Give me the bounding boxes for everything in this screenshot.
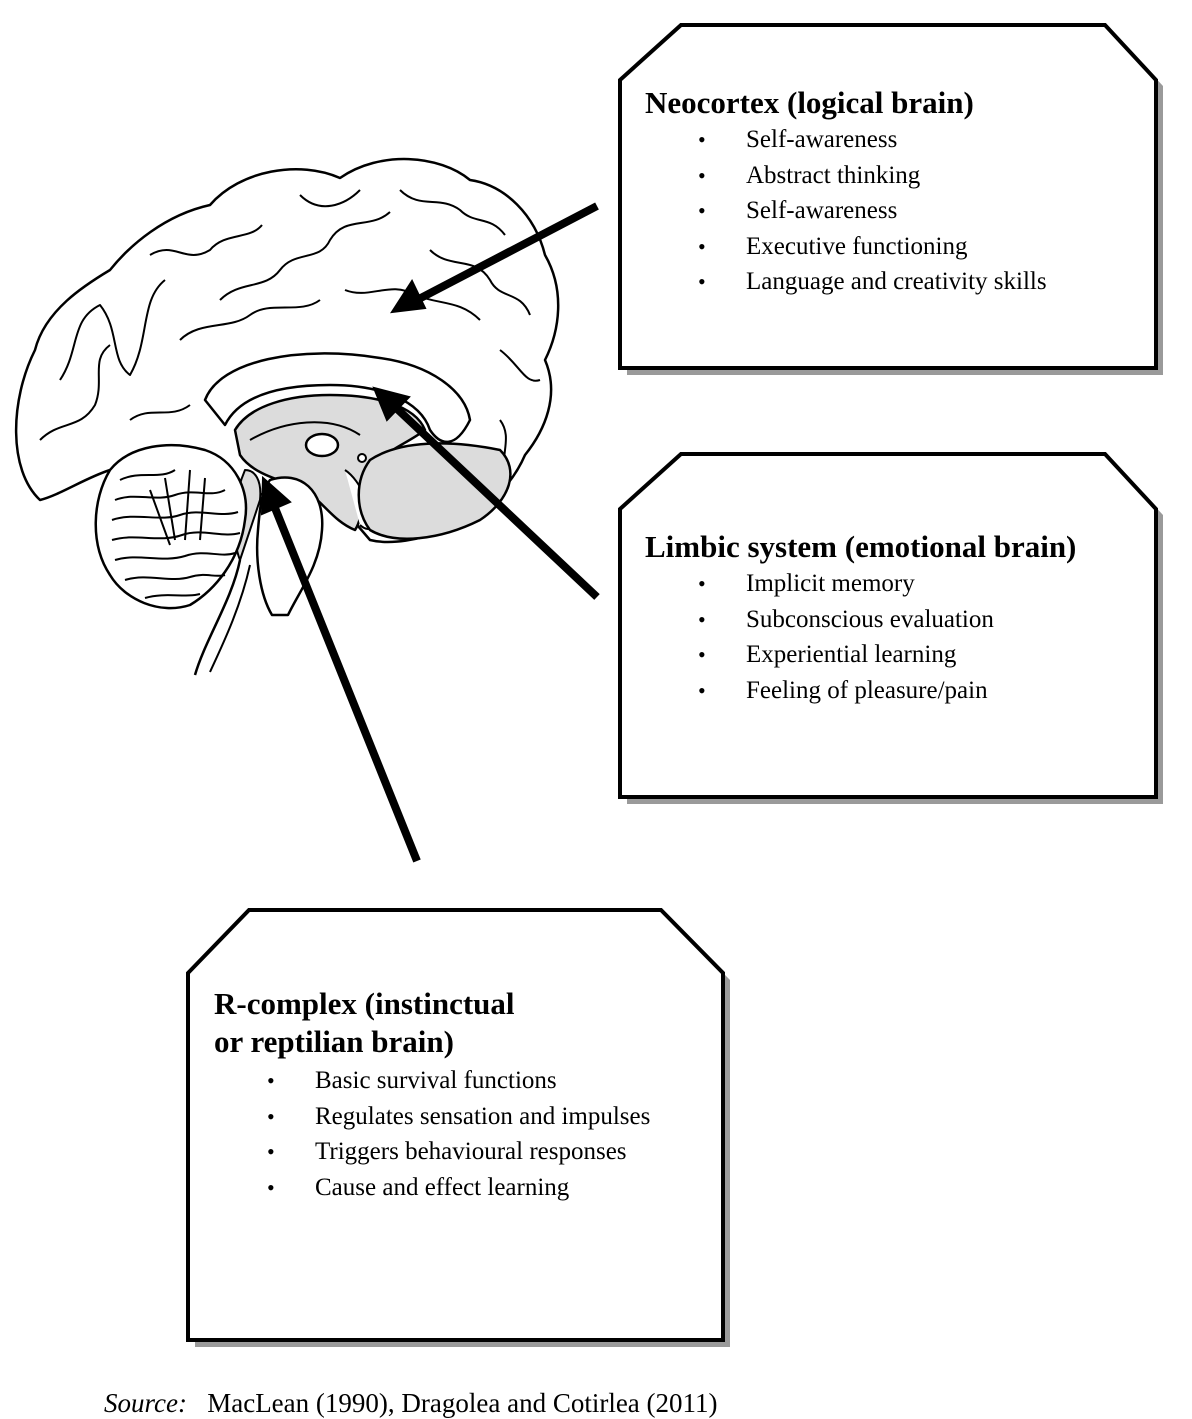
bullet-icon: • (698, 677, 706, 703)
source-citation: Source: MacLean (1990), Dragolea and Cot… (104, 1388, 718, 1419)
arrows (260, 202, 600, 863)
list-item: •Executive functioning (698, 229, 1047, 265)
rcomplex-list: •Basic survival functions •Regulates sen… (267, 1063, 650, 1206)
spinal-cord-inner (209, 564, 251, 673)
neocortex-panel: Neocortex (logical brain) •Self-awarenes… (645, 84, 1047, 300)
arrow-limbic-head (372, 386, 411, 422)
limbic-panel: Limbic system (emotional brain) •Implici… (645, 528, 1076, 708)
bullet-icon: • (267, 1103, 275, 1129)
brain-illustration (14, 157, 560, 676)
bullet-icon: • (698, 606, 706, 632)
neocortex-box (618, 23, 1158, 370)
arrow-neocortex-shaft (413, 202, 599, 305)
bullet-icon: • (698, 571, 706, 596)
arrow-limbic-shaft (390, 402, 600, 600)
list-item: •Self-awareness (698, 193, 1047, 229)
pineal-dot (357, 453, 367, 463)
neocortex-list: •Self-awareness •Abstract thinking •Self… (698, 122, 1047, 300)
bullet-icon: • (267, 1139, 275, 1164)
bullet-icon: • (698, 162, 706, 188)
cerebellum-folia (111, 469, 241, 599)
list-item: •Language and creativity skills (698, 264, 1047, 300)
bullet-icon: • (698, 269, 706, 294)
arrow-rcomplex-shaft (269, 501, 421, 863)
limbic-title: Limbic system (emotional brain) (645, 529, 1077, 564)
list-item: •Self-awareness (698, 122, 1047, 158)
bullet-icon: • (267, 1174, 275, 1200)
rcomplex-title-line2: or reptilian brain) (214, 1024, 454, 1059)
list-item: •Experiential learning (698, 637, 1076, 673)
list-item: •Abstract thinking (698, 158, 1047, 194)
spinal-cord (193, 559, 242, 676)
bullet-icon: • (698, 127, 706, 152)
arrow-neocortex-head (390, 278, 427, 314)
cerebellum (94, 444, 248, 610)
bullet-icon: • (267, 1068, 275, 1093)
temporal-lobe (357, 442, 512, 540)
list-item: •Triggers behavioural responses (267, 1134, 650, 1170)
arrow-rcomplex-head (260, 475, 292, 516)
list-item: •Feeling of pleasure/pain (698, 673, 1076, 709)
source-text: MacLean (1990), Dragolea and Cotirlea (2… (207, 1388, 718, 1418)
boxes (186, 23, 1158, 1342)
rcomplex-box (186, 908, 725, 1342)
rcomplex-title-line1: R-complex (instinctual (214, 986, 515, 1021)
limbic-box (618, 452, 1158, 799)
bullet-icon: • (698, 642, 706, 667)
bullet-icon: • (698, 233, 706, 259)
list-item: •Basic survival functions (267, 1063, 650, 1099)
limbic-list: •Implicit memory •Subconscious evaluatio… (698, 566, 1076, 709)
thalamus-shape (304, 432, 340, 458)
list-item: •Regulates sensation and impulses (267, 1099, 650, 1135)
list-item: •Subconscious evaluation (698, 602, 1076, 638)
list-item: •Implicit memory (698, 566, 1076, 602)
corpus-callosum (203, 352, 472, 444)
bullet-icon: • (698, 198, 706, 223)
list-item: •Cause and effect learning (267, 1170, 650, 1206)
rcomplex-panel: R-complex (instinctual or reptilian brai… (214, 985, 650, 1205)
fornix-line (249, 421, 361, 441)
neocortex-title: Neocortex (logical brain) (645, 85, 974, 120)
source-label: Source: (104, 1388, 187, 1418)
